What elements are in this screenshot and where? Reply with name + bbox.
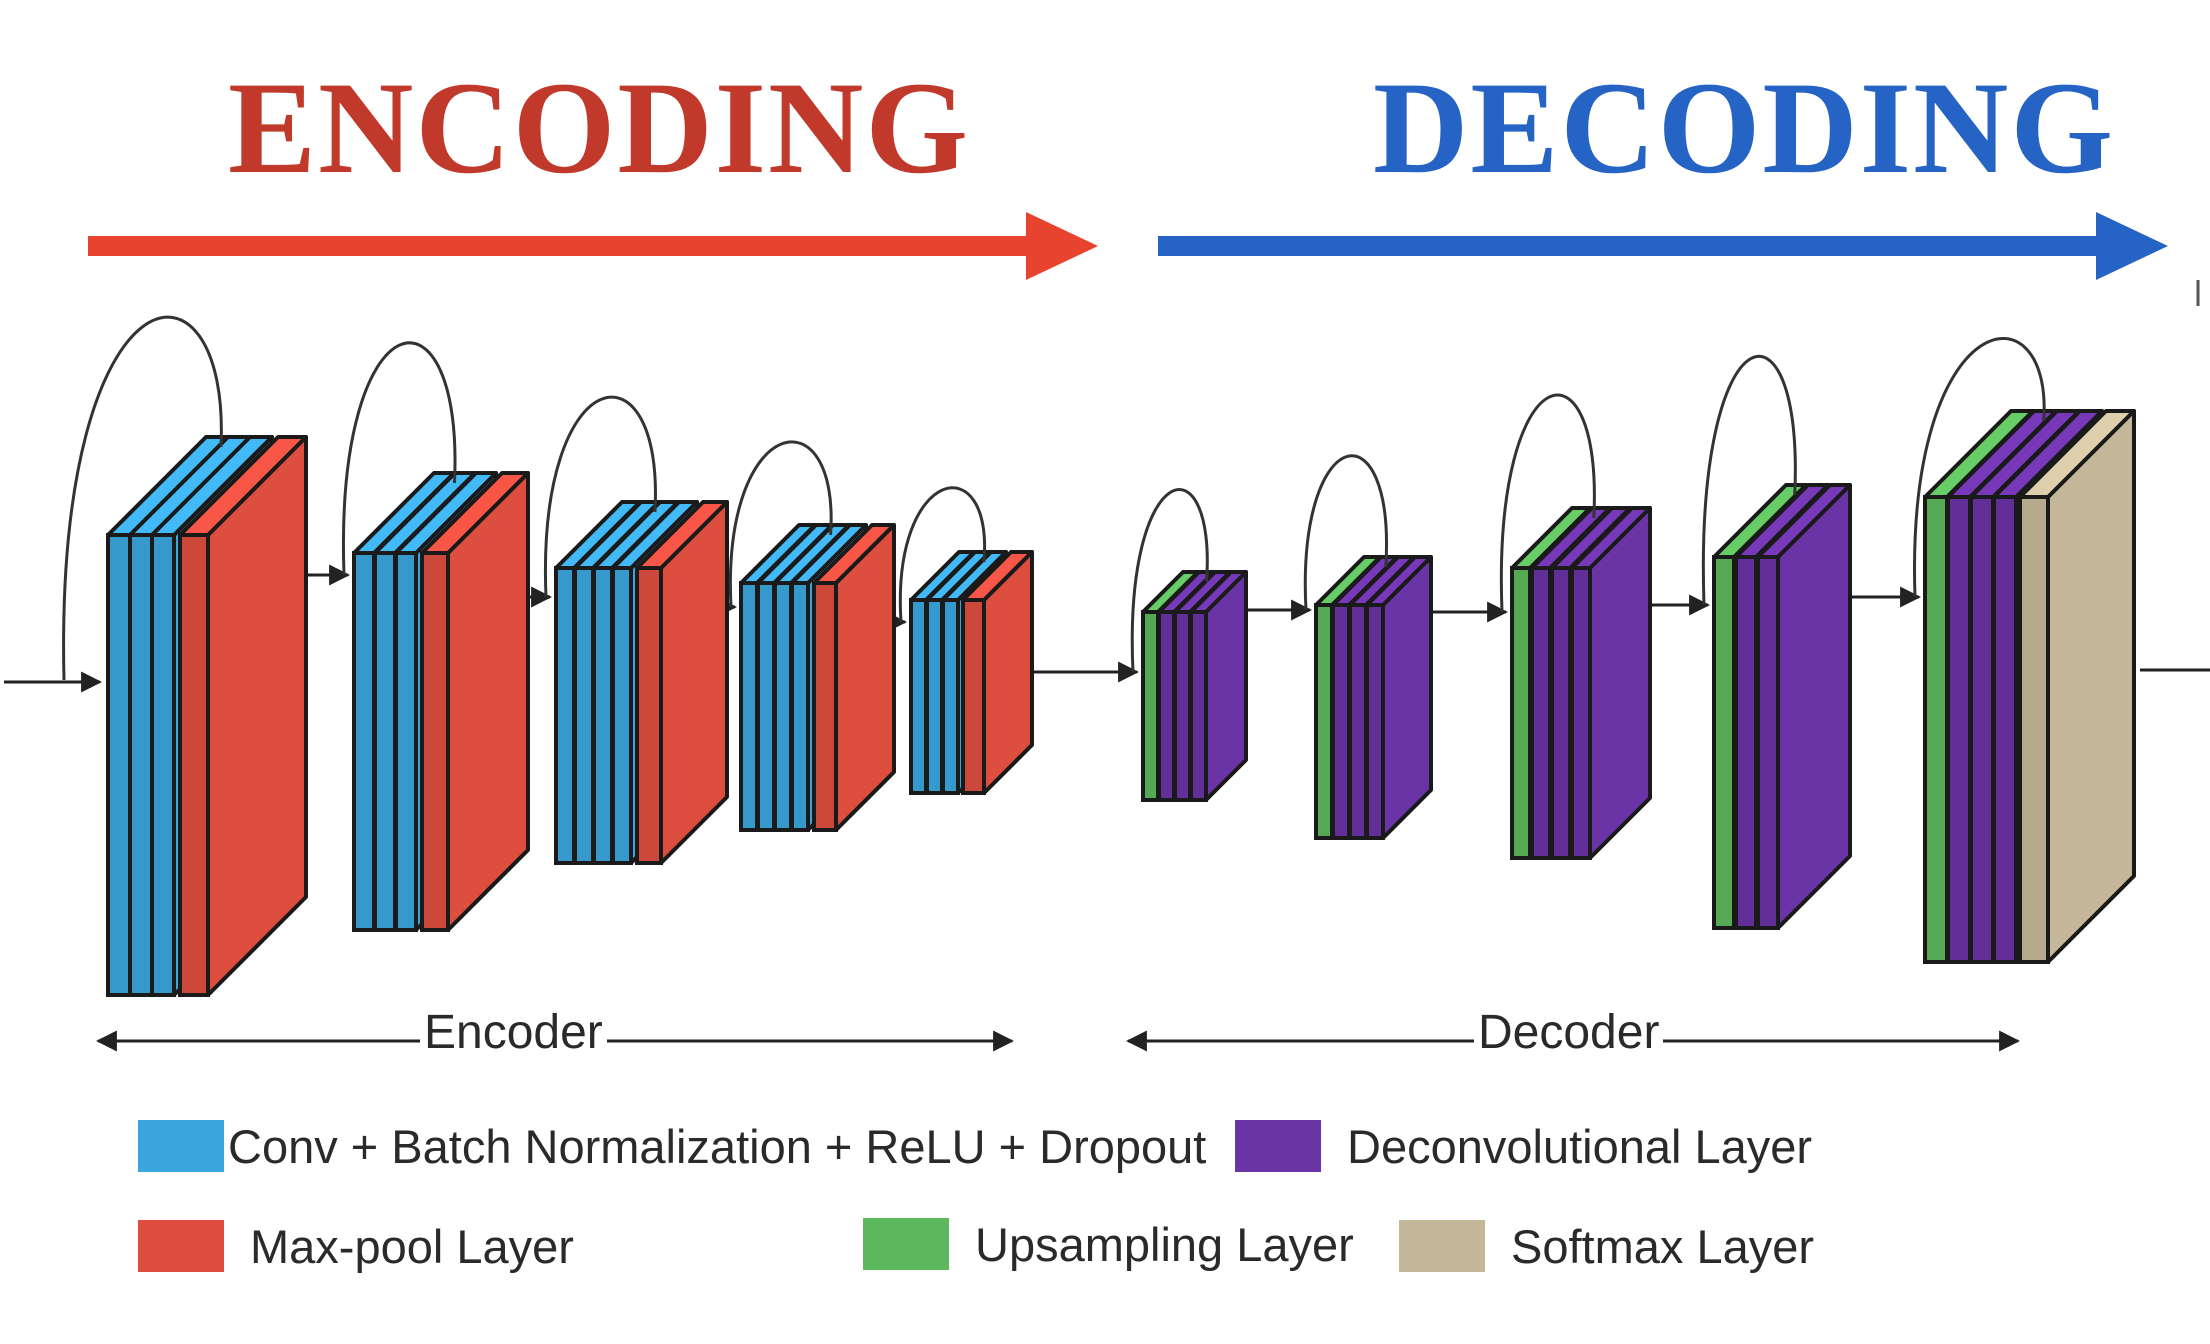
skip-arc bbox=[728, 440, 833, 608]
network-blocks bbox=[4, 315, 2210, 997]
legend-swatch-deconv bbox=[1235, 1120, 1321, 1172]
deconv-layer-slab bbox=[1189, 570, 1248, 802]
skip-arc bbox=[1913, 337, 2046, 598]
skip-connection-arcs bbox=[62, 315, 2046, 681]
encoder-block-5 bbox=[909, 550, 1034, 795]
legend-item-deconv: Deconvolutional Layer bbox=[1235, 1116, 1812, 1176]
deconv-layer-slab bbox=[1570, 506, 1652, 860]
encoder-label: Encoder bbox=[420, 1009, 607, 1057]
legend-item-conv: Conv + Batch Normalization + ReLU + Drop… bbox=[138, 1116, 1206, 1176]
skip-arc bbox=[1701, 354, 1797, 606]
legend-swatch-conv bbox=[138, 1120, 224, 1172]
legend-swatch-softmax bbox=[1399, 1220, 1485, 1272]
skip-arc bbox=[62, 315, 223, 681]
legend-item-maxpool: Max-pool Layer bbox=[138, 1216, 574, 1276]
legend-label-deconv: Deconvolutional Layer bbox=[1347, 1119, 1813, 1173]
decoding-title: DECODING bbox=[1373, 54, 2116, 201]
legend-label-softmax: Softmax Layer bbox=[1511, 1219, 1815, 1273]
encoding-arrow-shaft bbox=[88, 236, 1038, 256]
maxpool-layer-slab bbox=[420, 471, 530, 932]
skip-arc bbox=[543, 395, 657, 598]
skip-arc bbox=[898, 486, 987, 623]
decoder-block-10 bbox=[1923, 409, 2136, 964]
decoder-block-9 bbox=[1712, 483, 1852, 930]
legend-swatch-maxpool bbox=[138, 1220, 224, 1272]
softmax-layer-slab bbox=[2018, 409, 2136, 964]
skip-arc bbox=[1130, 488, 1209, 673]
encoder-block-3 bbox=[554, 500, 729, 865]
legend-label-maxpool: Max-pool Layer bbox=[250, 1219, 574, 1273]
encoder-block-2 bbox=[352, 471, 530, 932]
maxpool-layer-slab bbox=[178, 435, 308, 997]
legend-label-conv: Conv + Batch Normalization + ReLU + Drop… bbox=[228, 1119, 1207, 1173]
legend-swatch-upsampling bbox=[863, 1218, 949, 1270]
decoder-block-6 bbox=[1141, 570, 1248, 802]
decoder-label: Decoder bbox=[1474, 1009, 1664, 1057]
maxpool-layer-slab bbox=[812, 523, 896, 832]
legend-label-upsampling: Upsampling Layer bbox=[975, 1217, 1354, 1271]
decoder-block-8 bbox=[1510, 506, 1652, 860]
legend-item-softmax: Softmax Layer bbox=[1399, 1216, 1814, 1276]
legend-item-upsampling: Upsampling Layer bbox=[863, 1214, 1354, 1274]
maxpool-layer-slab bbox=[635, 500, 729, 865]
decoding-arrow-head bbox=[2096, 212, 2168, 280]
encoding-title: ENCODING bbox=[228, 54, 971, 201]
skip-arc bbox=[341, 341, 457, 576]
skip-arc bbox=[1303, 454, 1389, 611]
deconv-layer-slab bbox=[1756, 483, 1852, 930]
decoding-arrow-shaft bbox=[1158, 236, 2118, 256]
encoding-arrow-head bbox=[1026, 212, 1098, 280]
decoding-direction-arrow bbox=[1158, 212, 2168, 280]
decoder-block-7 bbox=[1314, 555, 1433, 840]
encoding-direction-arrow bbox=[88, 212, 1098, 280]
maxpool-layer-slab bbox=[961, 550, 1034, 795]
encoder-block-4 bbox=[739, 523, 896, 832]
deconv-layer-slab bbox=[1365, 555, 1433, 840]
block-connectors bbox=[4, 564, 2210, 693]
skip-arc bbox=[1499, 393, 1596, 613]
encoder-block-1 bbox=[106, 435, 308, 997]
